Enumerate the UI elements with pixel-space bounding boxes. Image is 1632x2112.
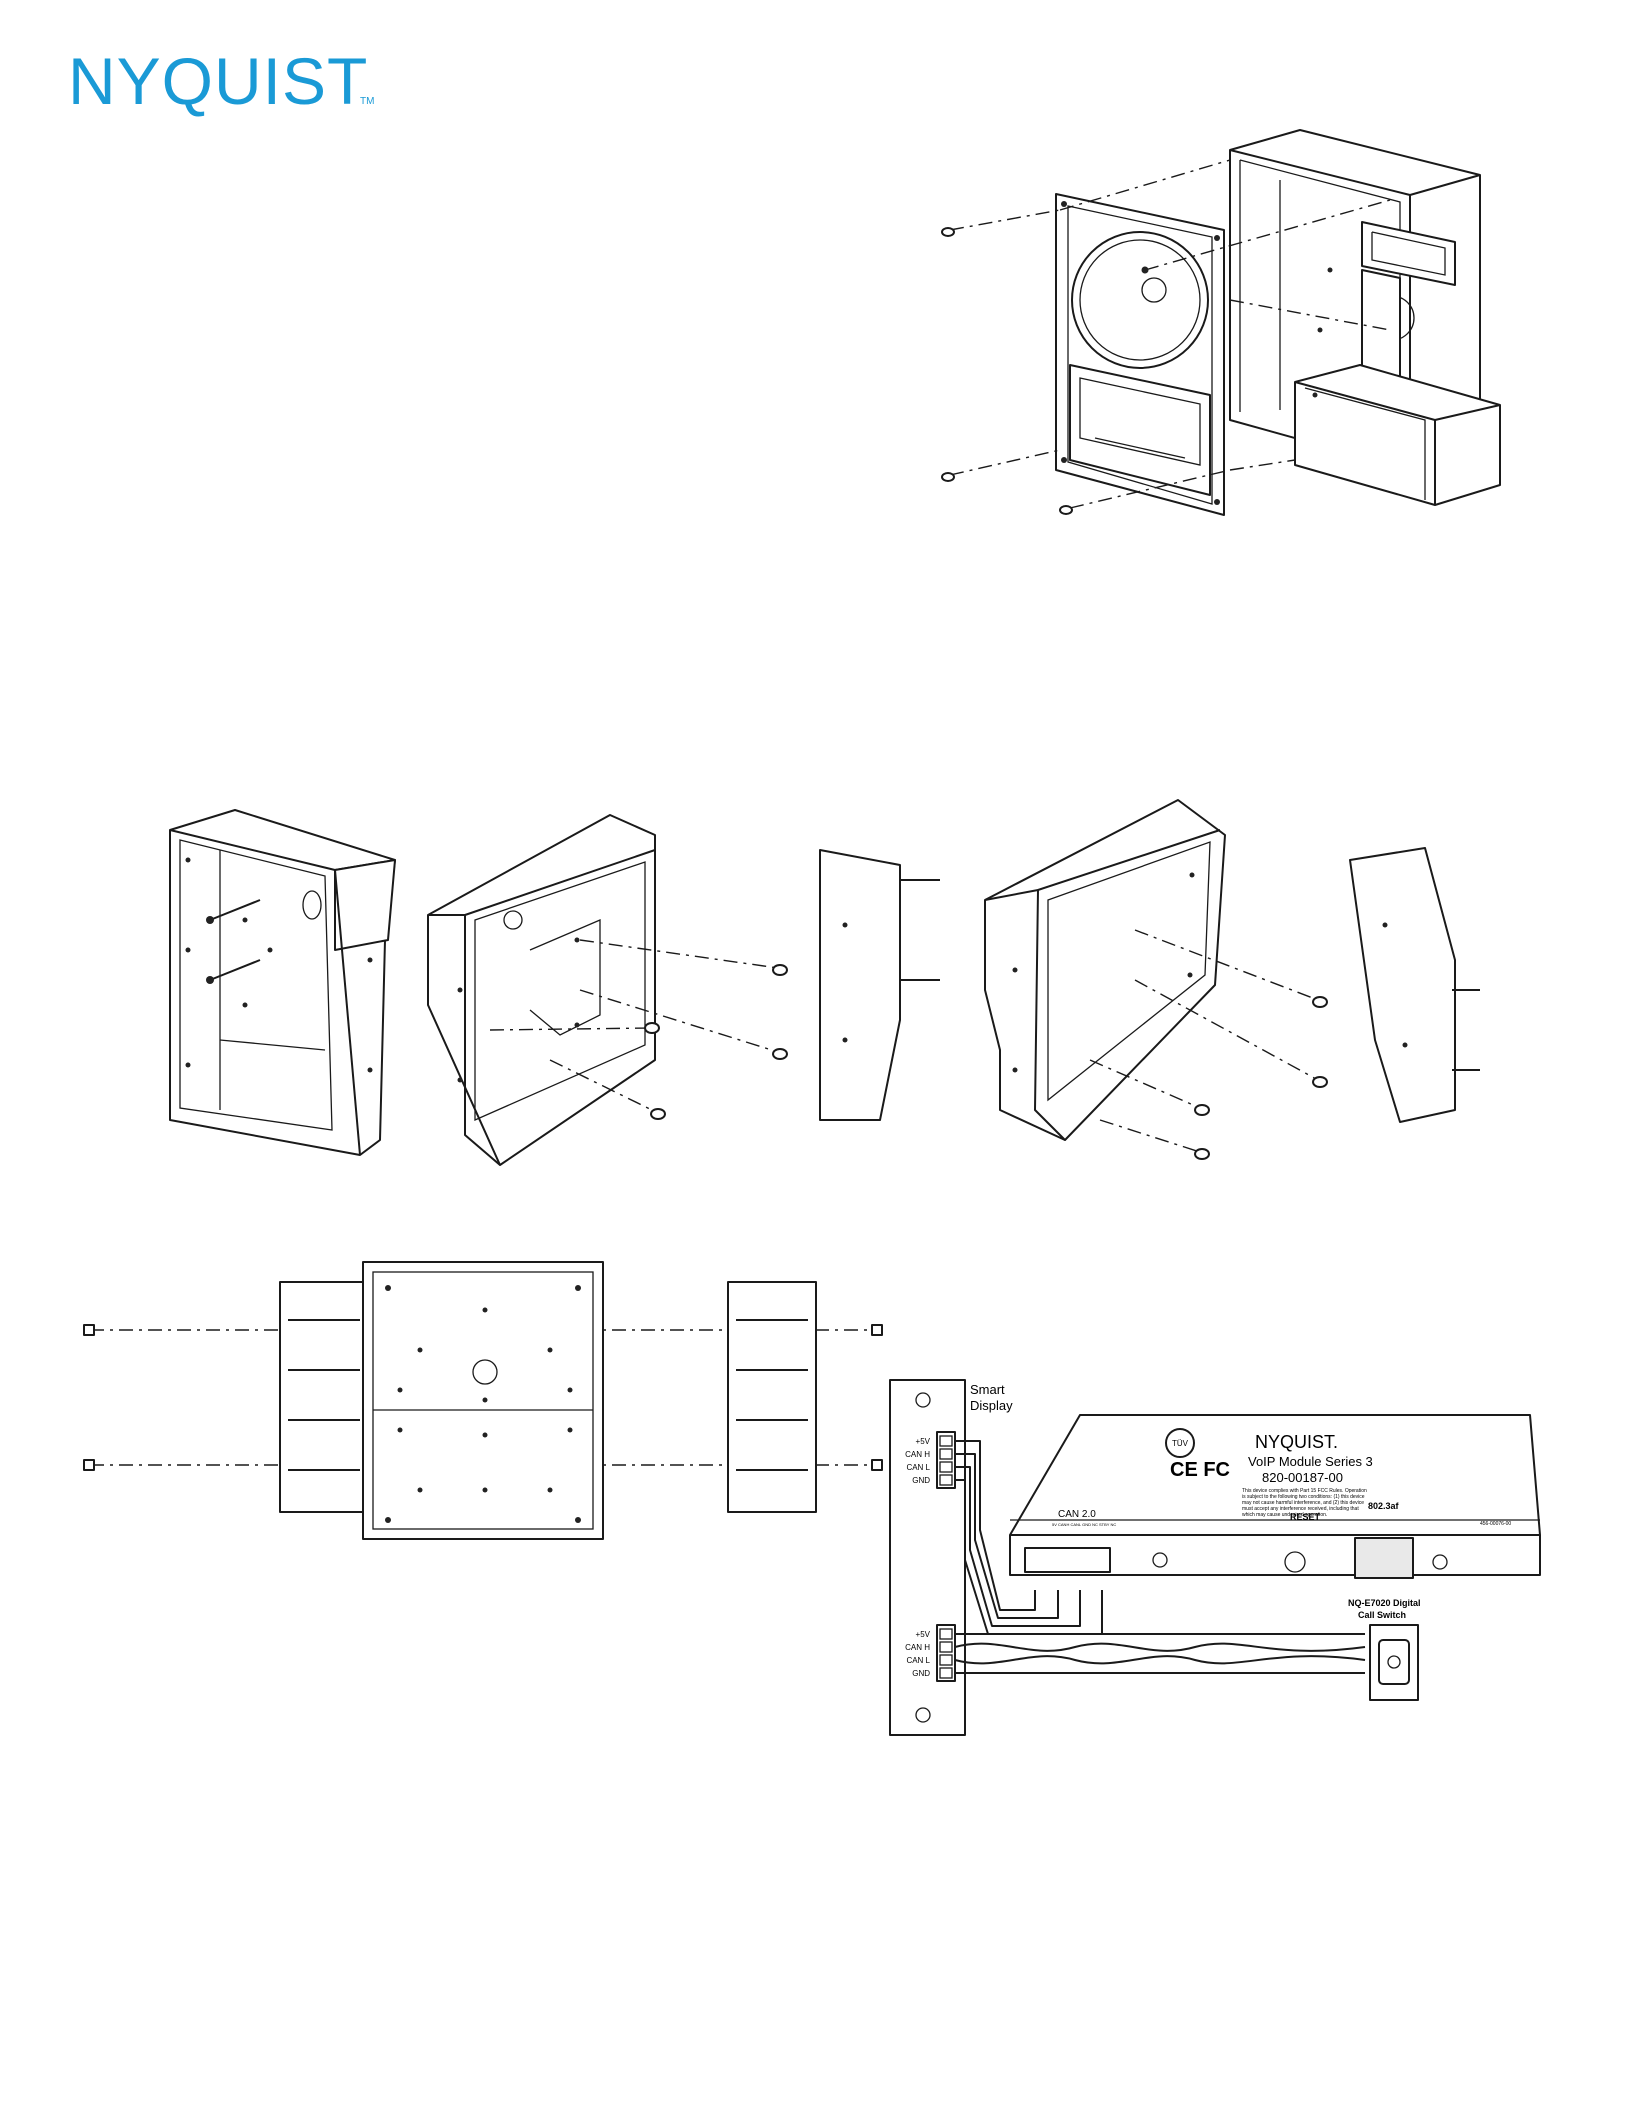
top-pin-5v: +5V [916, 1437, 931, 1446]
box-sloped-top [984, 799, 1328, 1160]
ethernet-port-icon [1354, 1537, 1414, 1579]
smart-display-panel: Smart Display +5V CAN H CAN L GND +5V CA… [889, 1379, 1013, 1736]
can-pin-labels: 5V CANH CANL GND NC STBY NC [1052, 1522, 1116, 1527]
box-angled-front [427, 814, 788, 1166]
wiring-diagram-figure: Smart Display +5V CAN H CAN L GND +5V CA… [889, 1379, 1541, 1736]
flush-mount-box-with-brackets-figure [83, 1261, 883, 1540]
can-terminal-block [1024, 1547, 1111, 1573]
smart-display-label-line2: Display [970, 1398, 1013, 1413]
mounting-screws [941, 159, 1391, 515]
bottom-pin-can-l: CAN L [906, 1656, 930, 1665]
left-screw-top [83, 1324, 95, 1336]
faceplate [1055, 193, 1225, 516]
right-screw-top [871, 1324, 883, 1336]
call-switch-cables [954, 1633, 1366, 1674]
reset-button-icon [1284, 1551, 1306, 1573]
top-pin-can-h: CAN H [905, 1450, 930, 1459]
call-switch-label-line2: Call Switch [1358, 1610, 1406, 1620]
network-label: 802.3af [1368, 1501, 1400, 1511]
reset-label: RESET [1290, 1512, 1321, 1522]
top-pin-can-l: CAN L [906, 1463, 930, 1472]
angled-spacer-wedge [1349, 847, 1480, 1123]
module-part-number: 820-00187-00 [1262, 1470, 1343, 1485]
nyquist-logo: NYQUIST TM [68, 44, 388, 126]
can-label: CAN 2.0 [1058, 1509, 1096, 1520]
exploded-speaker-assembly-figure [941, 129, 1501, 516]
module-compliance-line-4: must accept any interference received, i… [1242, 1506, 1359, 1512]
logo-wordmark: NYQUIST [68, 46, 368, 118]
digital-call-switch [1369, 1624, 1419, 1701]
right-bracket [727, 1281, 817, 1513]
tuv-mark-icon [1165, 1428, 1195, 1458]
top-cable-bundle [955, 1440, 1103, 1635]
module-model: VoIP Module Series 3 [1248, 1454, 1373, 1469]
logo-trademark: TM [360, 96, 374, 107]
left-bracket [279, 1281, 369, 1513]
left-screw-bottom [83, 1459, 95, 1471]
top-pin-gnd: GND [912, 1476, 930, 1485]
surface-mount-box-variants-figure [169, 799, 1480, 1166]
module-compliance-line-5: which may cause undesired operation. [1242, 1512, 1327, 1518]
module-compliance-line-2: is subject to the following two conditio… [1242, 1494, 1365, 1500]
box-straight-front [169, 809, 396, 1156]
bottom-pin-gnd: GND [912, 1669, 930, 1678]
voip-module: NYQUIST. VoIP Module Series 3 820-00187-… [1009, 1414, 1541, 1579]
right-screw-bottom [871, 1459, 883, 1471]
ce-fc-marks: CE FC [1170, 1459, 1230, 1481]
straight-spacer-wedge [819, 849, 940, 1121]
tuv-mark-text: TÜV [1172, 1439, 1189, 1448]
call-switch-label-line1: NQ-E7020 Digital [1348, 1598, 1421, 1608]
main-flush-box [362, 1261, 604, 1540]
serial-label: 456-00076-00 [1480, 1521, 1511, 1527]
bottom-pin-5v: +5V [916, 1630, 931, 1639]
module-brand: NYQUIST. [1255, 1432, 1338, 1452]
module-compliance-line-1: This device complies with Part 15 FCC Ru… [1242, 1488, 1367, 1494]
smart-display-label-line1: Smart [970, 1382, 1005, 1397]
module-compliance-line-3: may not cause harmful interference, and … [1242, 1500, 1364, 1506]
bottom-pin-can-h: CAN H [905, 1643, 930, 1652]
back-box [1229, 129, 1501, 506]
